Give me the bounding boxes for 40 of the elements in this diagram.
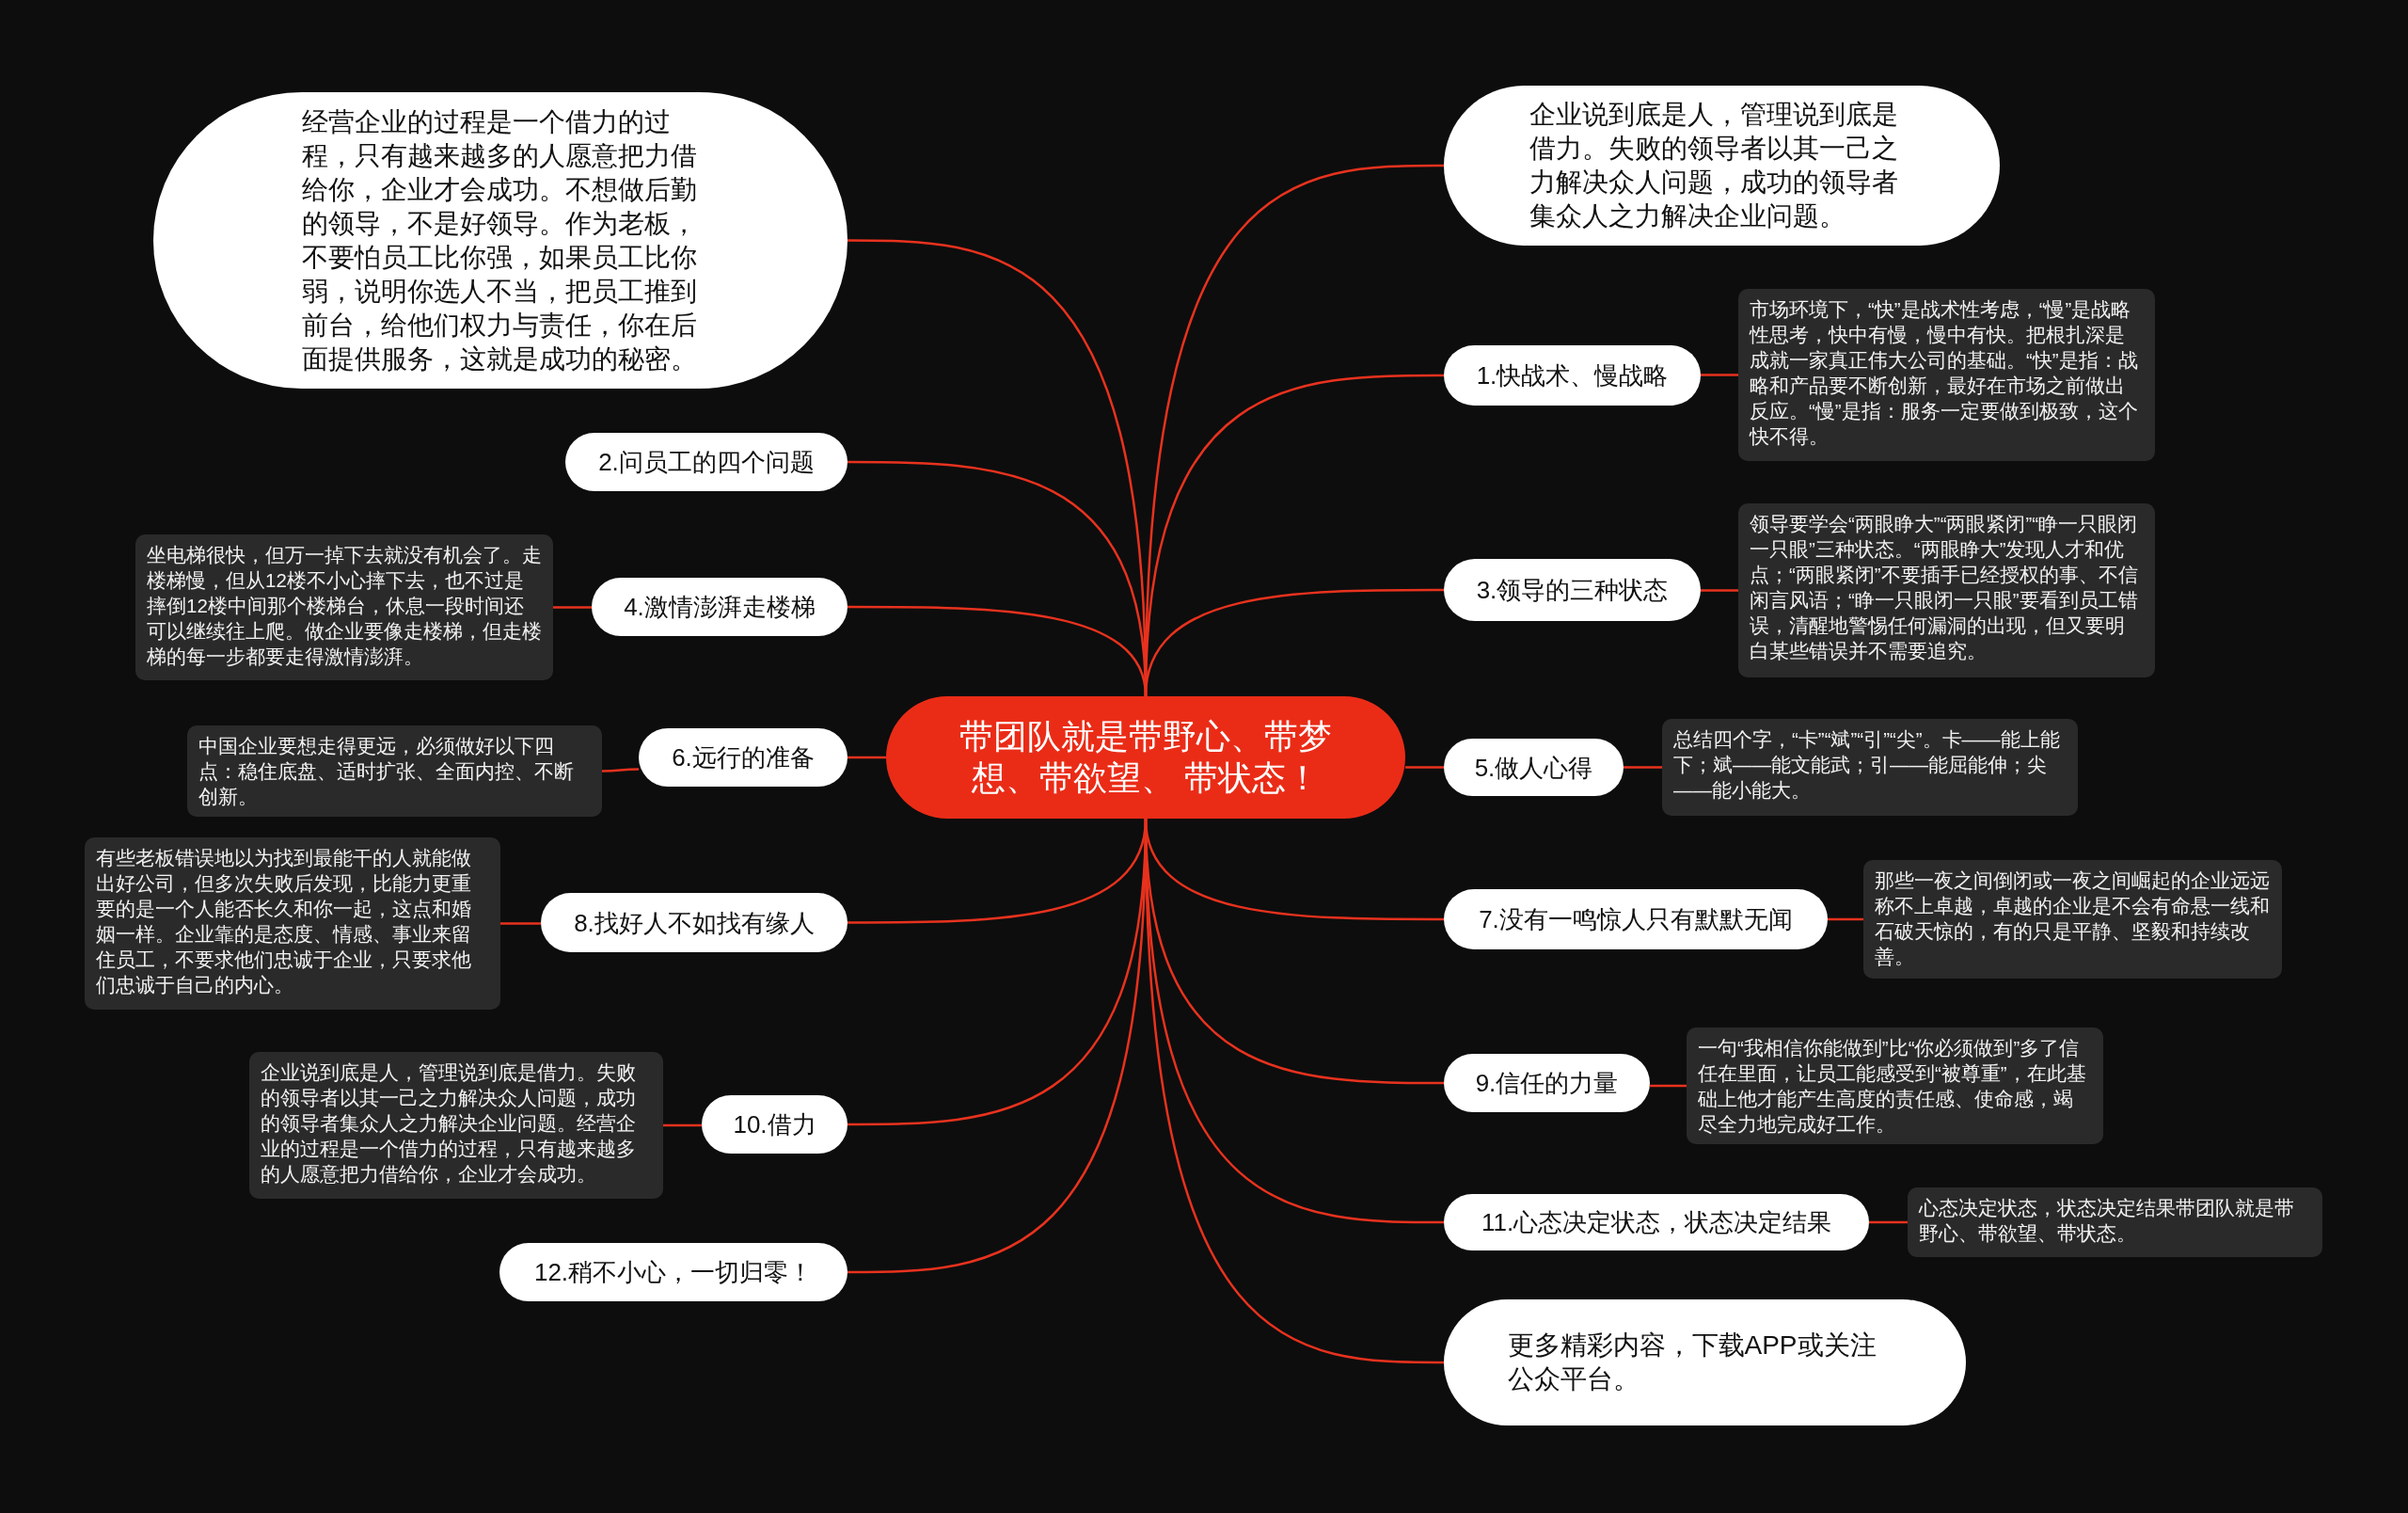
topic-pill: 2.问员工的四个问题	[565, 433, 848, 491]
note-box: 中国企业要想走得更远，必须做好以下四点：稳住底盘、适时扩张、全面内控、不断创新。	[187, 725, 602, 817]
branch-line	[1144, 818, 1444, 1364]
note-box: 一句“我相信你能做到”比“你必须做到”多了信任在里面，让员工能感受到“被尊重”，在此基础上他才能产生高度的责任感、使命感，竭尽全力地完成好工作。	[1687, 1027, 2103, 1144]
central-topic: 带团队就是带野心、带梦想、带欲望、 带状态！	[886, 696, 1405, 819]
connector-line	[1869, 1220, 1908, 1224]
note-box: 坐电梯很快，但万一掉下去就没有机会了。走楼梯慢，但从12楼不小心摔下去，也不过是摔倒12楼中间那个楼梯台，休息一段时间还可以继续往上爬。做企业要像走楼梯，但走楼梯的每一步都要走得激情澎湃。	[135, 534, 553, 680]
connector-line	[1701, 374, 1738, 376]
branch-line	[1405, 766, 1444, 769]
connector-line	[553, 606, 592, 609]
note-box: 总结四个字，“卡”“斌”“引”“尖”。卡——能上能下；斌——能文能武；引——能屈能伸；尖——能小能大。	[1662, 719, 2078, 816]
topic-pill: 12.稍不小心，一切归零！	[499, 1243, 848, 1301]
topic-pill: 11.心态决定状态，状态决定结果	[1444, 1194, 1869, 1250]
note-box: 领导要学会“两眼睁大”“两眼紧闭”“睁一只眼闭一只眼”三种状态。“两眼睁大”发现人才和优点；“两眼紧闭”不要插手已经授权的事、不信闲言风语；“睁一只眼闭一只眼”要看到员工错误，清醒地警惕任何漏洞的出现，但又要明白某些错误并不需要追究。	[1738, 503, 2155, 677]
connector-line	[500, 922, 541, 925]
topic-pill: 10.借力	[702, 1095, 848, 1154]
note-box: 那些一夜之间倒闭或一夜之间崛起的企业远远称不上卓越，卓越的企业是不会有命悬一线和石破天惊的，有的只是平静、坚毅和持续改善。	[1863, 860, 2282, 979]
note-box: 企业说到底是人，管理说到底是借力。失败的领导者以其一己之力解决众人问题，成功的领导者集众人之力解决企业问题。经营企业的过程是一个借力的过程，只有越来越多的人愿意把力借给你，企业才会成功。	[249, 1052, 663, 1199]
topic-pill: 3.领导的三种状态	[1444, 559, 1701, 621]
text-bubble: 更多精彩内容，下载APP或关注公众平台。	[1444, 1299, 1966, 1425]
topic-pill: 7.没有一鸣惊人只有默默无闻	[1444, 889, 1828, 949]
topic-pill: 8.找好人不如找有缘人	[541, 893, 848, 952]
note-box: 心态决定状态，状态决定结果带团队就是带野心、带欲望、带状态。	[1908, 1187, 2322, 1257]
branch-line	[1144, 588, 1444, 697]
connector-line	[1650, 1084, 1687, 1088]
connector-line	[602, 768, 639, 772]
text-bubble: 企业说到底是人，管理说到底是借力。失败的领导者以其一己之力解决众人问题，成功的领导者集众人之力解决企业问题。	[1444, 86, 2000, 246]
topic-pill: 1.快战术、慢战略	[1444, 345, 1701, 406]
topic-pill: 5.做人心得	[1444, 739, 1624, 796]
note-box: 市场环境下，“快”是战术性考虑，“慢”是战略性思考，快中有慢，慢中有快。把根扎深是成就一家真正伟大公司的基础。“快”是指：战略和产品要不断创新，最好在市场之前做出反应。“慢”是指：服务一定要做到极致，这个快不得。	[1738, 289, 2155, 461]
topic-pill: 6.远行的准备	[639, 728, 848, 787]
topic-pill: 4.激情澎湃走楼梯	[592, 578, 848, 636]
branch-line	[848, 756, 886, 759]
connector-line	[1624, 766, 1662, 769]
text-bubble: 经营企业的过程是一个借力的过程，只有越来越多的人愿意把力借给你，企业才会成功。不想做后勤的领导，不是好领导。作为老板，不要怕员工比你强，如果员工比你弱，说明你选人不当，把员工推到前台，给他们权力与责任，你在后面提供服务，这就是成功的秘密。	[153, 92, 848, 389]
connector-line	[663, 1123, 702, 1127]
connector-line	[1828, 917, 1863, 921]
note-box: 有些老板错误地以为找到最能干的人就能做出好公司，但多次失败后发现，比能力更重要的是一个人能否长久和你一起，这点和婚姻一样。企业靠的是态度、情感、事业来留住员工，不要求他们忠诚于企业，只要求他们忠诚于自己的内心。	[85, 837, 500, 1010]
topic-pill: 9.信任的力量	[1444, 1054, 1650, 1112]
connector-line	[1701, 589, 1738, 592]
